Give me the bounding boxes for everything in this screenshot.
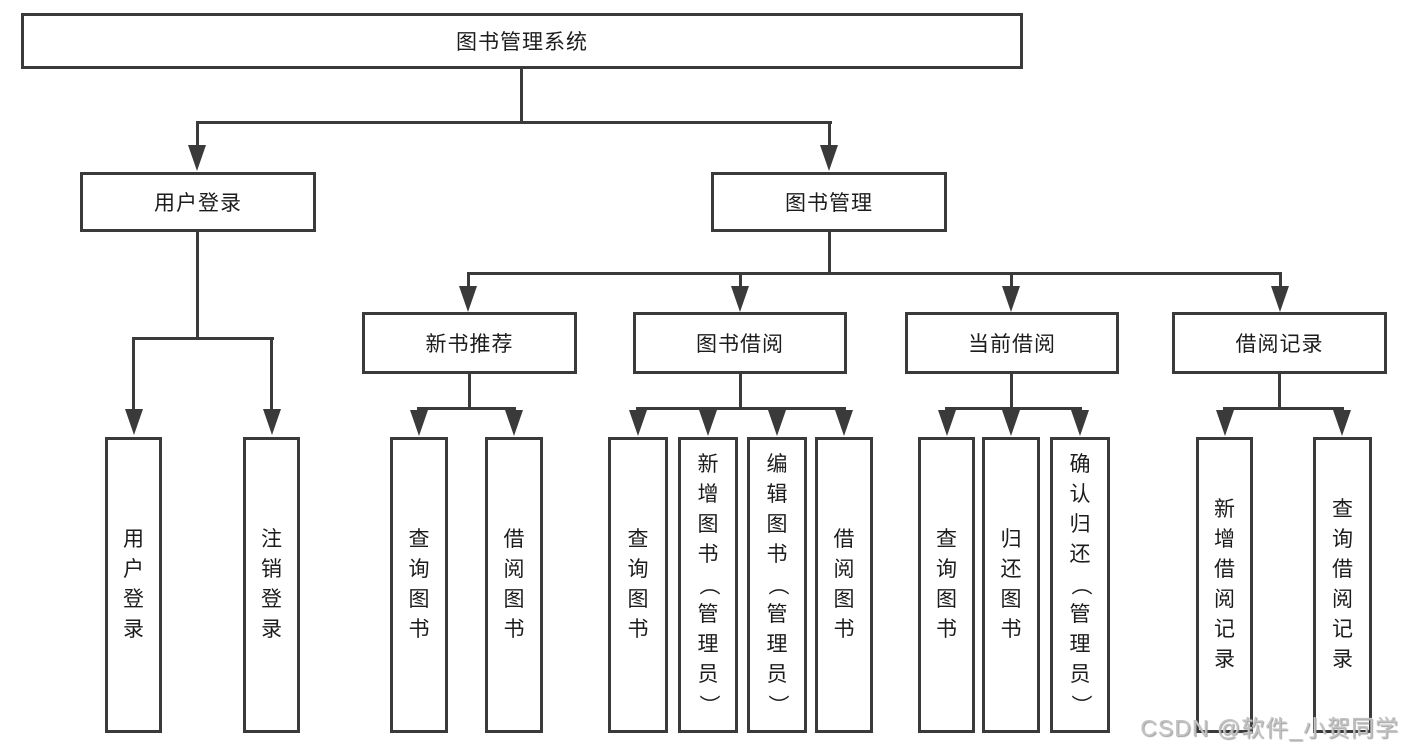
- connector-line: [270, 337, 273, 412]
- leaf-edit-books-admin: 编辑图书（管理员）: [747, 437, 807, 733]
- node-label: 图书管理系统: [456, 31, 588, 54]
- node-label: 图书管理: [785, 192, 873, 215]
- node-label: 借阅记录: [1235, 333, 1324, 356]
- leaf-confirm-return-admin: 确认归还（管理员）: [1050, 437, 1110, 733]
- arrowhead-icon: [1216, 410, 1234, 436]
- connector-line: [196, 232, 199, 340]
- node-label: 用户登录: [123, 528, 144, 641]
- node-label: 用户登录: [154, 192, 242, 215]
- node-label: 归还图书: [1000, 528, 1022, 641]
- arrowhead-icon: [938, 410, 956, 436]
- connector-line: [739, 374, 742, 410]
- connector-line: [1279, 272, 1282, 288]
- arrowhead-icon: [459, 286, 477, 312]
- node-label: 编辑图书（管理员）: [766, 453, 789, 716]
- node-borrow-records: 借阅记录: [1172, 312, 1387, 374]
- leaf-query-books-recommend: 查询图书: [390, 437, 448, 733]
- arrowhead-icon: [1333, 410, 1351, 436]
- connector-line: [1010, 272, 1013, 288]
- arrowhead-icon: [768, 410, 786, 436]
- connector-line: [196, 121, 199, 148]
- leaf-add-books-admin: 新增图书（管理员）: [678, 437, 738, 733]
- node-library-system: 图书管理系统: [21, 13, 1023, 69]
- arrowhead-icon: [410, 410, 428, 436]
- node-label: 新增借阅记录: [1214, 498, 1235, 671]
- node-label: 查询图书: [408, 528, 430, 641]
- connector-line: [520, 69, 523, 123]
- connector-line: [945, 407, 1082, 410]
- node-label: 新书推荐: [425, 333, 514, 356]
- arrowhead-icon: [263, 409, 281, 435]
- connector-line: [828, 232, 831, 275]
- arrowhead-icon: [1002, 286, 1020, 312]
- node-label: 借阅图书: [833, 528, 855, 641]
- connector-line: [132, 337, 274, 340]
- connector-line: [828, 121, 831, 148]
- node-label: 借阅图书: [503, 528, 525, 641]
- connector-line: [739, 272, 742, 288]
- connector-line: [417, 407, 516, 410]
- leaf-add-borrow-record: 新增借阅记录: [1196, 437, 1253, 733]
- connector-line: [1278, 374, 1281, 410]
- arrowhead-icon: [699, 410, 717, 436]
- node-book-management: 图书管理: [711, 172, 947, 232]
- node-label: 图书借阅: [696, 333, 784, 356]
- node-label: 查询图书: [627, 528, 649, 641]
- arrowhead-icon: [1271, 286, 1289, 312]
- arrowhead-icon: [1002, 410, 1020, 436]
- connector-line: [196, 121, 832, 124]
- node-label: 当前借阅: [968, 333, 1056, 356]
- leaf-query-books: 查询图书: [608, 437, 668, 733]
- arrowhead-icon: [188, 145, 206, 171]
- connector-line: [467, 272, 470, 288]
- leaf-query-borrow-record: 查询借阅记录: [1313, 437, 1372, 733]
- leaf-user-login: 用户登录: [105, 437, 162, 733]
- leaf-return-books: 归还图书: [982, 437, 1040, 733]
- arrowhead-icon: [731, 286, 749, 312]
- arrowhead-icon: [125, 409, 143, 435]
- connector-line: [636, 407, 846, 410]
- arrowhead-icon: [820, 145, 838, 171]
- node-label: 确认归还（管理员）: [1069, 453, 1092, 716]
- connector-line: [467, 272, 1282, 275]
- node-new-book-recommend: 新书推荐: [362, 312, 577, 374]
- node-label: 新增图书（管理员）: [697, 453, 720, 716]
- node-label: 查询借阅记录: [1332, 498, 1353, 671]
- node-label: 查询图书: [936, 528, 957, 641]
- node-book-borrow: 图书借阅: [633, 312, 847, 374]
- leaf-logout: 注销登录: [243, 437, 300, 733]
- arrowhead-icon: [629, 410, 647, 436]
- node-current-borrow: 当前借阅: [905, 312, 1119, 374]
- leaf-query-books-current: 查询图书: [918, 437, 975, 733]
- leaf-borrow-books: 借阅图书: [815, 437, 873, 733]
- arrowhead-icon: [835, 410, 853, 436]
- connector-line: [132, 337, 135, 412]
- csdn-watermark: CSDN @软件_小贺同学: [1140, 715, 1399, 741]
- connector-line: [1010, 374, 1013, 410]
- arrowhead-icon: [1071, 410, 1089, 436]
- connector-line: [468, 374, 471, 410]
- leaf-borrow-books-recommend: 借阅图书: [485, 437, 543, 733]
- node-user-login: 用户登录: [80, 172, 316, 232]
- node-label: 注销登录: [261, 528, 282, 641]
- arrowhead-icon: [505, 410, 523, 436]
- connector-line: [1223, 407, 1344, 410]
